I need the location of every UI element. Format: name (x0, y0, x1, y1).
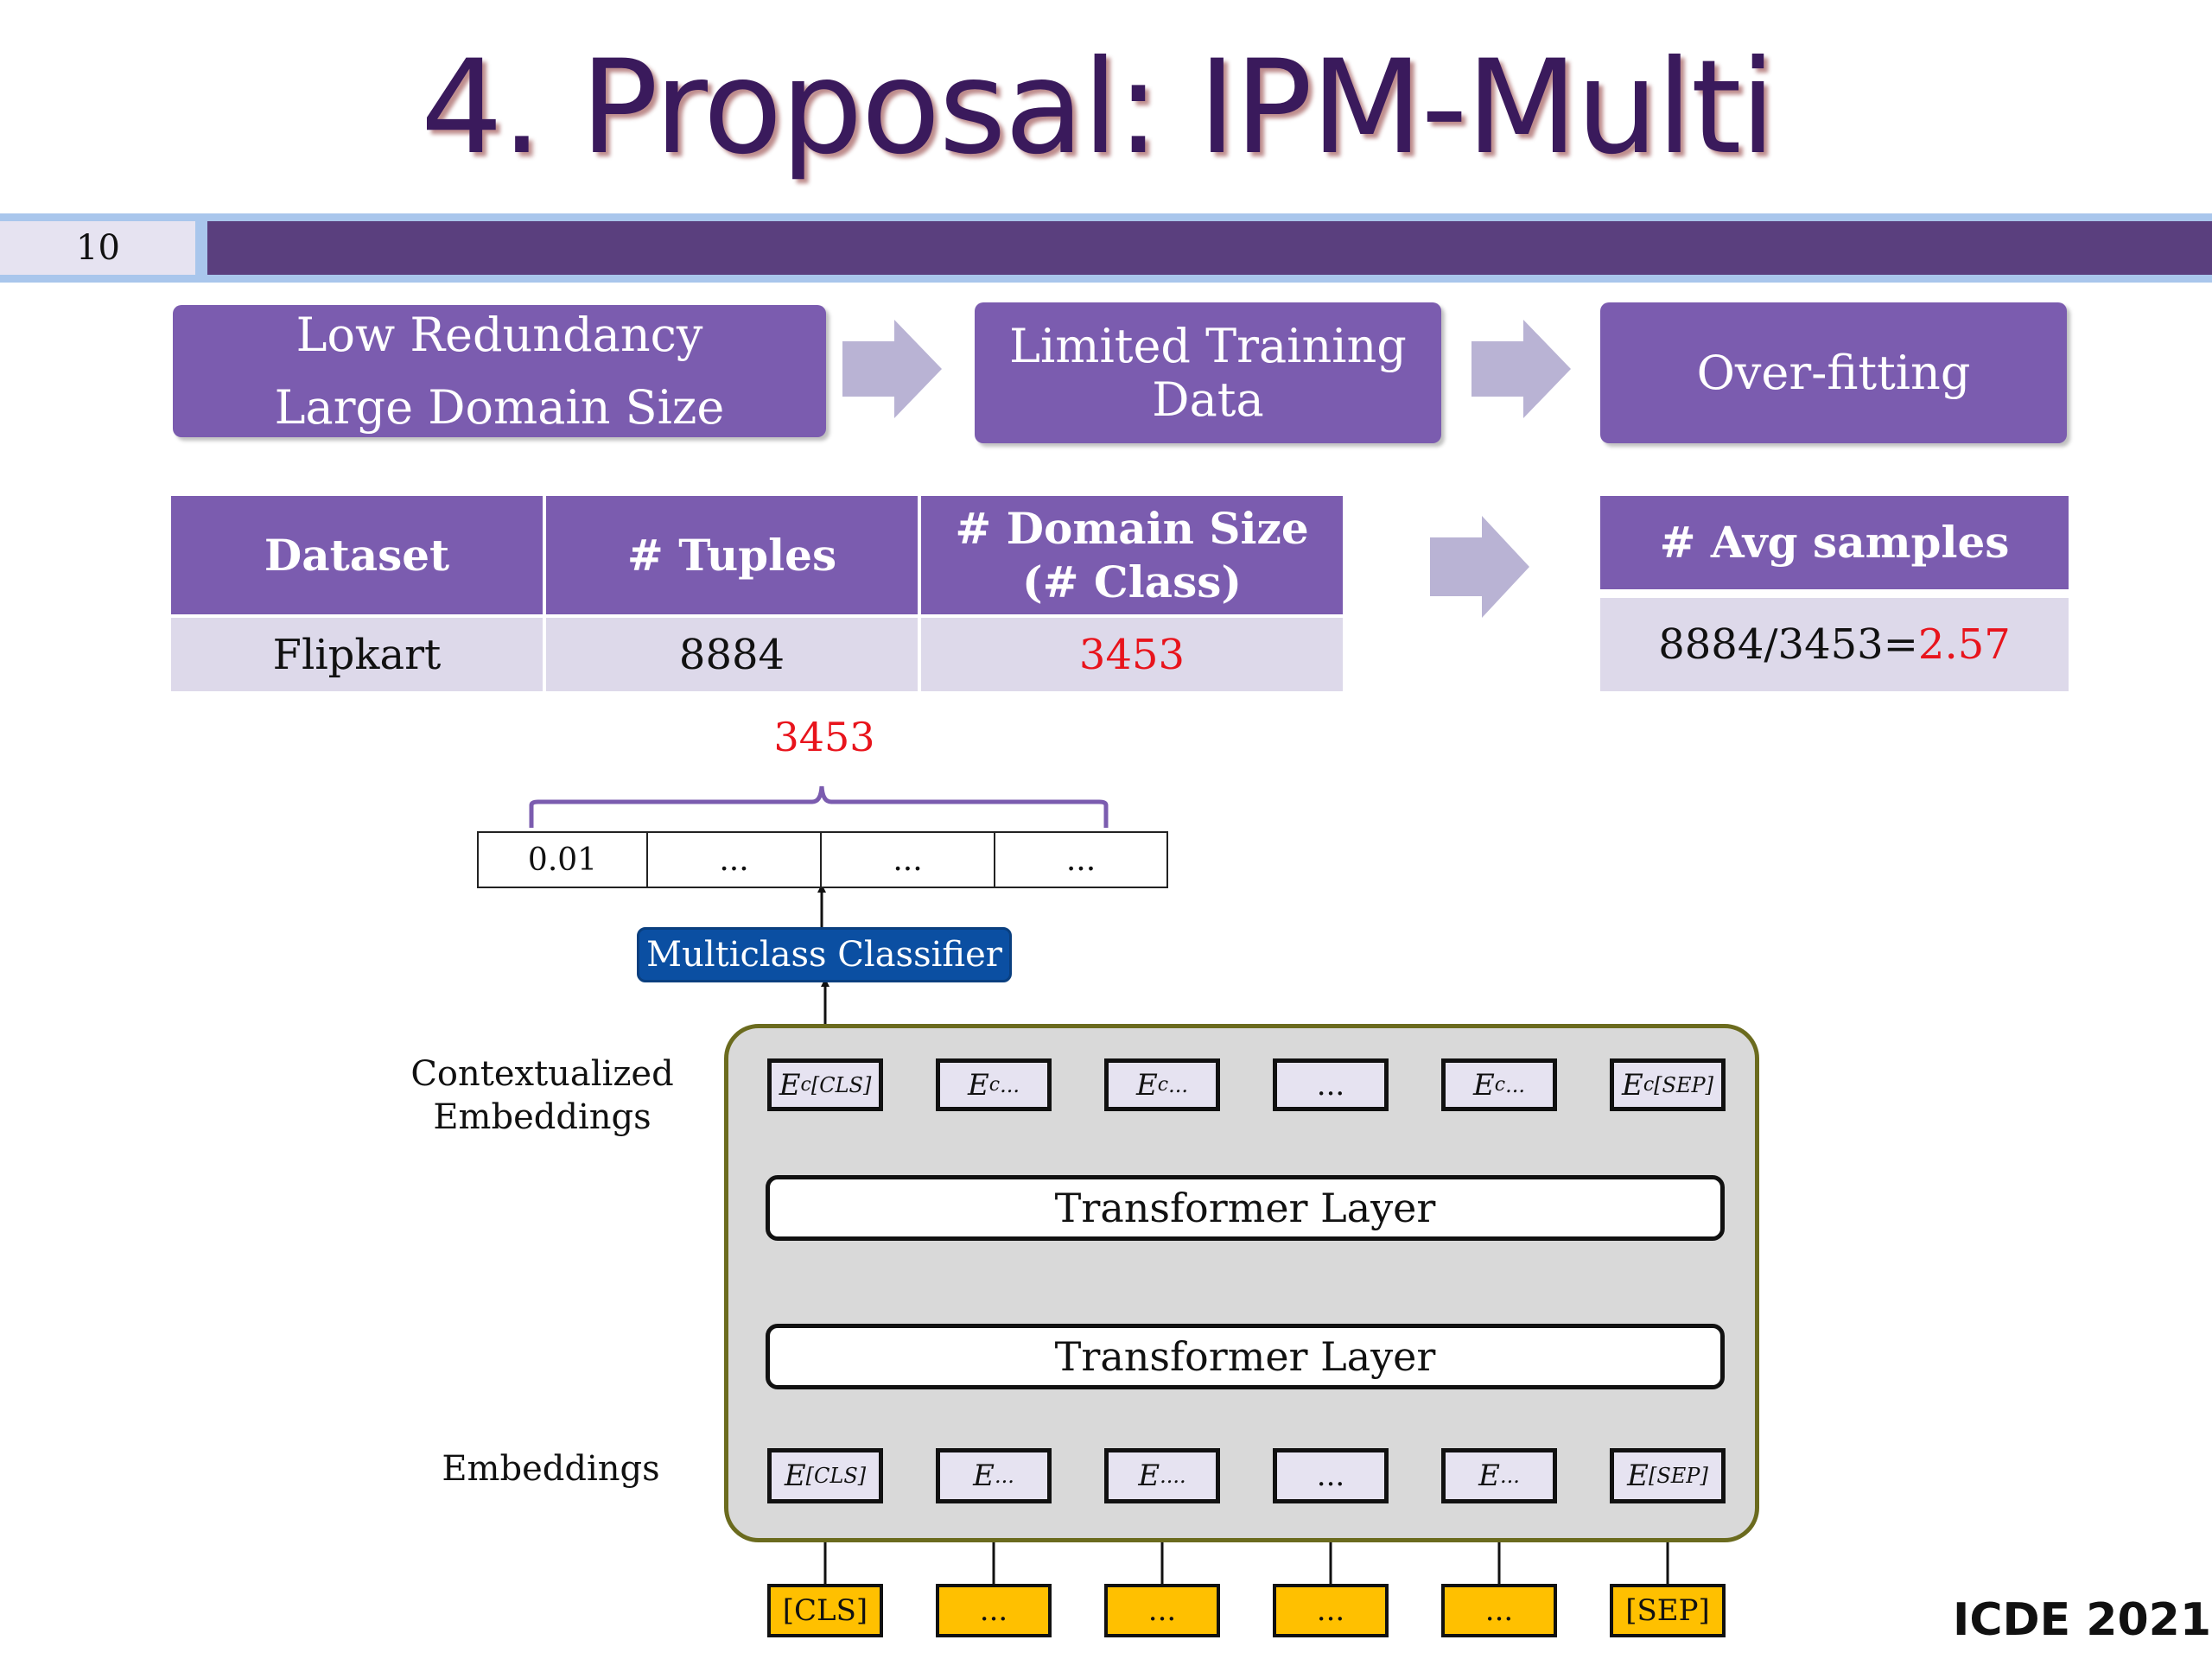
input-embedding: E[SEP] (1610, 1448, 1726, 1503)
input-token: ... (936, 1584, 1052, 1637)
output-cell: ... (995, 833, 1166, 887)
label-line-2: Embeddings (433, 1097, 652, 1137)
contextualized-embeddings-label: Contextualized Embeddings (406, 1052, 678, 1139)
output-cell: 0.01 (479, 833, 648, 887)
flow-box-over-fitting: Over-fitting (1600, 302, 2067, 443)
flow-box-3-label: Over-fitting (1696, 345, 1971, 400)
header-purple-bar (207, 221, 2212, 275)
table-header-domain-size: # Domain Size (# Class) (921, 496, 1343, 614)
transformer-layer-lower: Transformer Layer (766, 1324, 1725, 1389)
flow-box-limited-training: Limited Training Data (975, 302, 1441, 443)
flow-box-1-line-2: Large Domain Size (274, 379, 725, 435)
header-label: # Domain Size (955, 502, 1309, 554)
avg-result: 2.57 (1917, 620, 2011, 669)
input-token: ... (1104, 1584, 1220, 1637)
multiclass-classifier: Multiclass Classifier (637, 927, 1012, 982)
brace-icon (529, 785, 1109, 828)
flow-box-2-line-1: Limited Training (1009, 318, 1407, 373)
table-header-tuples: # Tuples (546, 496, 918, 614)
flow-box-2-line-2: Data (1152, 372, 1264, 427)
arrow-right-icon (1471, 320, 1571, 418)
bert-encoder (724, 1024, 1759, 1542)
avg-formula: 8884/3453= (1658, 620, 1918, 669)
table-header-dataset: Dataset (171, 496, 543, 614)
header-label: Dataset (264, 529, 450, 581)
input-embedding: E... (936, 1448, 1052, 1503)
label-line-1: Contextualized (410, 1054, 674, 1094)
conference-footer: ICDE 2021 (1953, 1594, 2212, 1646)
input-embedding: ... (1273, 1448, 1389, 1503)
input-token: ... (1273, 1584, 1389, 1637)
table-cell-domain-size: 3453 (921, 618, 1343, 691)
avg-samples-header: # Avg samples (1600, 496, 2069, 589)
output-vector: 0.01 ... ... ... (477, 831, 1168, 888)
output-cell: ... (648, 833, 822, 887)
output-cell: ... (822, 833, 995, 887)
slide-title: 4. Proposal: IPM-Multi (420, 33, 1777, 183)
avg-header-label: # Avg samples (1659, 517, 2010, 568)
avg-samples-value: 8884/3453=2.57 (1600, 598, 2069, 691)
flow-box-low-redundancy: Low Redundancy Large Domain Size (173, 305, 826, 437)
arrow-right-icon (1430, 516, 1529, 618)
contextual-embedding: ... (1273, 1058, 1389, 1111)
page-number: 10 (0, 221, 195, 275)
table-cell-tuples: 8884 (546, 618, 918, 691)
input-token: [CLS] (767, 1584, 883, 1637)
transformer-layer-upper: Transformer Layer (766, 1175, 1725, 1241)
embeddings-label: Embeddings (442, 1449, 660, 1489)
input-embedding: E[CLS] (767, 1448, 883, 1503)
input-token: ... (1441, 1584, 1557, 1637)
table-cell-dataset: Flipkart (171, 618, 543, 691)
input-embedding: E... (1441, 1448, 1557, 1503)
header-label-sub: (# Class) (1021, 556, 1243, 607)
flow-box-1-line-1: Low Redundancy (296, 307, 703, 362)
header-label: # Tuples (626, 529, 837, 581)
brace-label: 3453 (773, 714, 875, 760)
input-token: [SEP] (1610, 1584, 1726, 1637)
input-embedding: E.... (1104, 1448, 1220, 1503)
arrow-right-icon (842, 320, 942, 418)
